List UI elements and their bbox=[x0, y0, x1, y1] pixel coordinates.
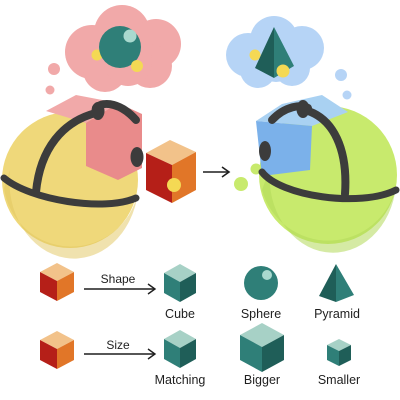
option-sphere-label: Sphere bbox=[241, 307, 281, 321]
option-cube-label: Cube bbox=[165, 307, 195, 321]
dot-icon bbox=[131, 60, 143, 72]
right-ball-cube-front bbox=[256, 121, 312, 176]
left-ball-hand bbox=[130, 147, 144, 167]
cube-top-face bbox=[146, 140, 196, 165]
right-cloud-trail-dot bbox=[335, 69, 347, 81]
legend-size-row: Size Matching Bigger Smaller bbox=[40, 323, 360, 387]
legend-shape-row: Shape Cube Sphere Pyramid bbox=[40, 263, 360, 321]
dot-icon bbox=[249, 49, 261, 61]
green-dot-icon bbox=[234, 177, 248, 191]
left-ball-hand bbox=[91, 102, 105, 120]
left-ball-strap bbox=[0, 174, 140, 208]
option-bigger-label: Bigger bbox=[244, 373, 280, 387]
sphere-icon bbox=[244, 266, 278, 300]
right-ball-hand bbox=[296, 100, 310, 118]
left-cloud-trail-dot bbox=[48, 63, 60, 75]
right-ball-strap bbox=[301, 106, 350, 198]
option-pyramid-label: Pyramid bbox=[314, 307, 360, 321]
dot-icon bbox=[167, 178, 181, 192]
cube-icon bbox=[327, 339, 351, 366]
cube-icon bbox=[164, 264, 196, 302]
right-ball-hand bbox=[259, 141, 271, 161]
size-arrow-label: Size bbox=[106, 338, 130, 352]
left-ball-character bbox=[0, 95, 144, 259]
right-ball-strap bbox=[258, 168, 400, 203]
cube-left-face bbox=[146, 153, 172, 203]
cube-icon bbox=[146, 140, 196, 203]
left-ball-strap bbox=[32, 108, 104, 196]
sphere-highlight bbox=[123, 29, 137, 43]
arrow-right-icon bbox=[84, 348, 157, 360]
pyramid-icon bbox=[255, 27, 274, 78]
cube-icon bbox=[240, 323, 284, 372]
dot-icon bbox=[276, 64, 290, 78]
option-smaller-label: Smaller bbox=[318, 373, 360, 387]
pyramid-icon bbox=[319, 264, 354, 302]
left-cloud-trail-dot bbox=[45, 85, 55, 95]
arrow-right-icon bbox=[203, 166, 231, 178]
right-cloud-trail-dot bbox=[342, 90, 352, 100]
cube-icon bbox=[40, 331, 74, 369]
left-ball-cube-front bbox=[86, 103, 142, 180]
right-thought-bubble bbox=[226, 16, 352, 100]
arrow-right-icon bbox=[84, 283, 157, 295]
right-ball-character bbox=[256, 95, 400, 253]
option-matching-label: Matching bbox=[155, 373, 206, 387]
pyramid-face bbox=[274, 27, 294, 78]
cube-icon bbox=[164, 330, 196, 368]
left-thought-bubble bbox=[45, 5, 181, 95]
cube-icon bbox=[40, 263, 74, 301]
shape-arrow-label: Shape bbox=[101, 272, 136, 286]
